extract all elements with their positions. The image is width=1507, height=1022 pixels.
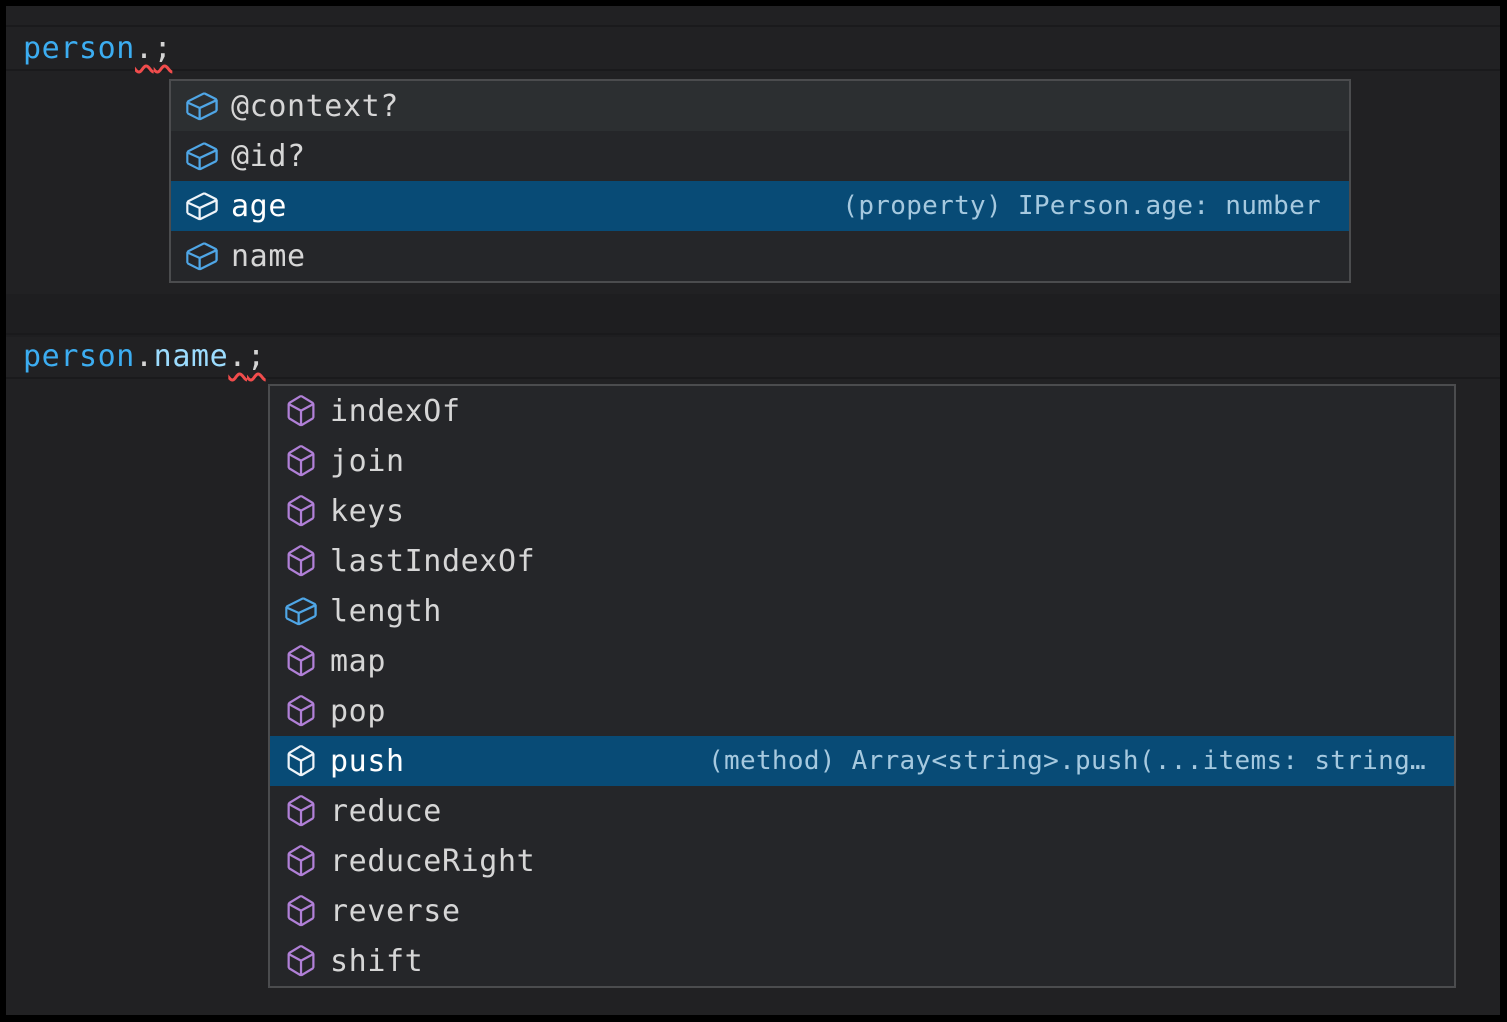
- completion-item[interactable]: reverse: [270, 886, 1454, 936]
- completion-item[interactable]: shift: [270, 936, 1454, 986]
- completion-item[interactable]: map: [270, 636, 1454, 686]
- code-token-dot-error: .: [228, 338, 247, 374]
- symbol-field-icon: [183, 137, 221, 175]
- section-divider: [6, 294, 1500, 337]
- completion-label: pop: [330, 693, 386, 729]
- symbol-method-icon: [282, 492, 320, 530]
- symbol-method-icon: [282, 792, 320, 830]
- completion-label: length: [330, 593, 442, 629]
- symbol-method-icon: [282, 692, 320, 730]
- completion-label: lastIndexOf: [330, 543, 536, 579]
- completion-item[interactable]: indexOf: [270, 386, 1454, 436]
- symbol-method-icon: [282, 442, 320, 480]
- code-token-dot: .: [134, 338, 154, 374]
- completion-label: shift: [330, 943, 424, 979]
- completion-label: push: [330, 743, 405, 779]
- completion-label: @id?: [231, 138, 306, 174]
- symbol-method-icon: [282, 892, 320, 930]
- completion-label: indexOf: [330, 393, 461, 429]
- completion-label: reverse: [330, 893, 461, 929]
- completion-item[interactable]: @id?: [171, 131, 1349, 181]
- symbol-method-icon: [282, 542, 320, 580]
- completion-item[interactable]: lastIndexOf: [270, 536, 1454, 586]
- intellisense-popup-string-members: indexOf join keys: [268, 384, 1456, 988]
- code-line-person-name[interactable]: person.name.;: [6, 333, 1500, 379]
- symbol-method-icon: [282, 942, 320, 980]
- symbol-method-icon: [282, 642, 320, 680]
- symbol-method-icon: [282, 392, 320, 430]
- code-token-name: name: [153, 338, 229, 374]
- completion-label: name: [231, 238, 306, 274]
- code-token-dot-error: .: [134, 30, 154, 66]
- intellisense-popup-person: @context? @id? age: [169, 79, 1351, 283]
- completion-item[interactable]: push (method) Array<string>.push(...item…: [270, 736, 1454, 786]
- code-line-person[interactable]: person.;: [6, 25, 1500, 71]
- completion-label: age: [231, 188, 287, 224]
- completion-label: keys: [330, 493, 405, 529]
- symbol-field-icon: [183, 237, 221, 275]
- completion-label: join: [330, 443, 405, 479]
- symbol-method-icon: [282, 842, 320, 880]
- completion-item[interactable]: pop: [270, 686, 1454, 736]
- completion-label: reduceRight: [330, 843, 536, 879]
- completion-item[interactable]: reduce: [270, 786, 1454, 836]
- code-token-semicolon-error: ;: [246, 338, 266, 374]
- completion-item[interactable]: length: [270, 586, 1454, 636]
- completion-label: @context?: [231, 88, 399, 124]
- completion-label: reduce: [330, 793, 442, 829]
- completion-detail: (method) Array<string>.push(...items: st…: [708, 746, 1426, 776]
- code-token-person: person: [23, 338, 135, 374]
- code-editor[interactable]: person.; @context?: [6, 6, 1500, 1015]
- completion-item[interactable]: age (property) IPerson.age: number: [171, 181, 1349, 231]
- completion-item[interactable]: keys: [270, 486, 1454, 536]
- completion-item[interactable]: join: [270, 436, 1454, 486]
- code-token-person: person: [23, 30, 135, 66]
- symbol-field-icon: [183, 187, 221, 225]
- symbol-method-icon: [282, 742, 320, 780]
- completion-item[interactable]: name: [171, 231, 1349, 281]
- completion-item[interactable]: @context?: [171, 81, 1349, 131]
- completion-label: map: [330, 643, 386, 679]
- code-token-semicolon-error: ;: [153, 30, 173, 66]
- completion-detail: (property) IPerson.age: number: [842, 191, 1321, 221]
- symbol-field-icon: [282, 592, 320, 630]
- symbol-field-icon: [183, 87, 221, 125]
- completion-item[interactable]: reduceRight: [270, 836, 1454, 886]
